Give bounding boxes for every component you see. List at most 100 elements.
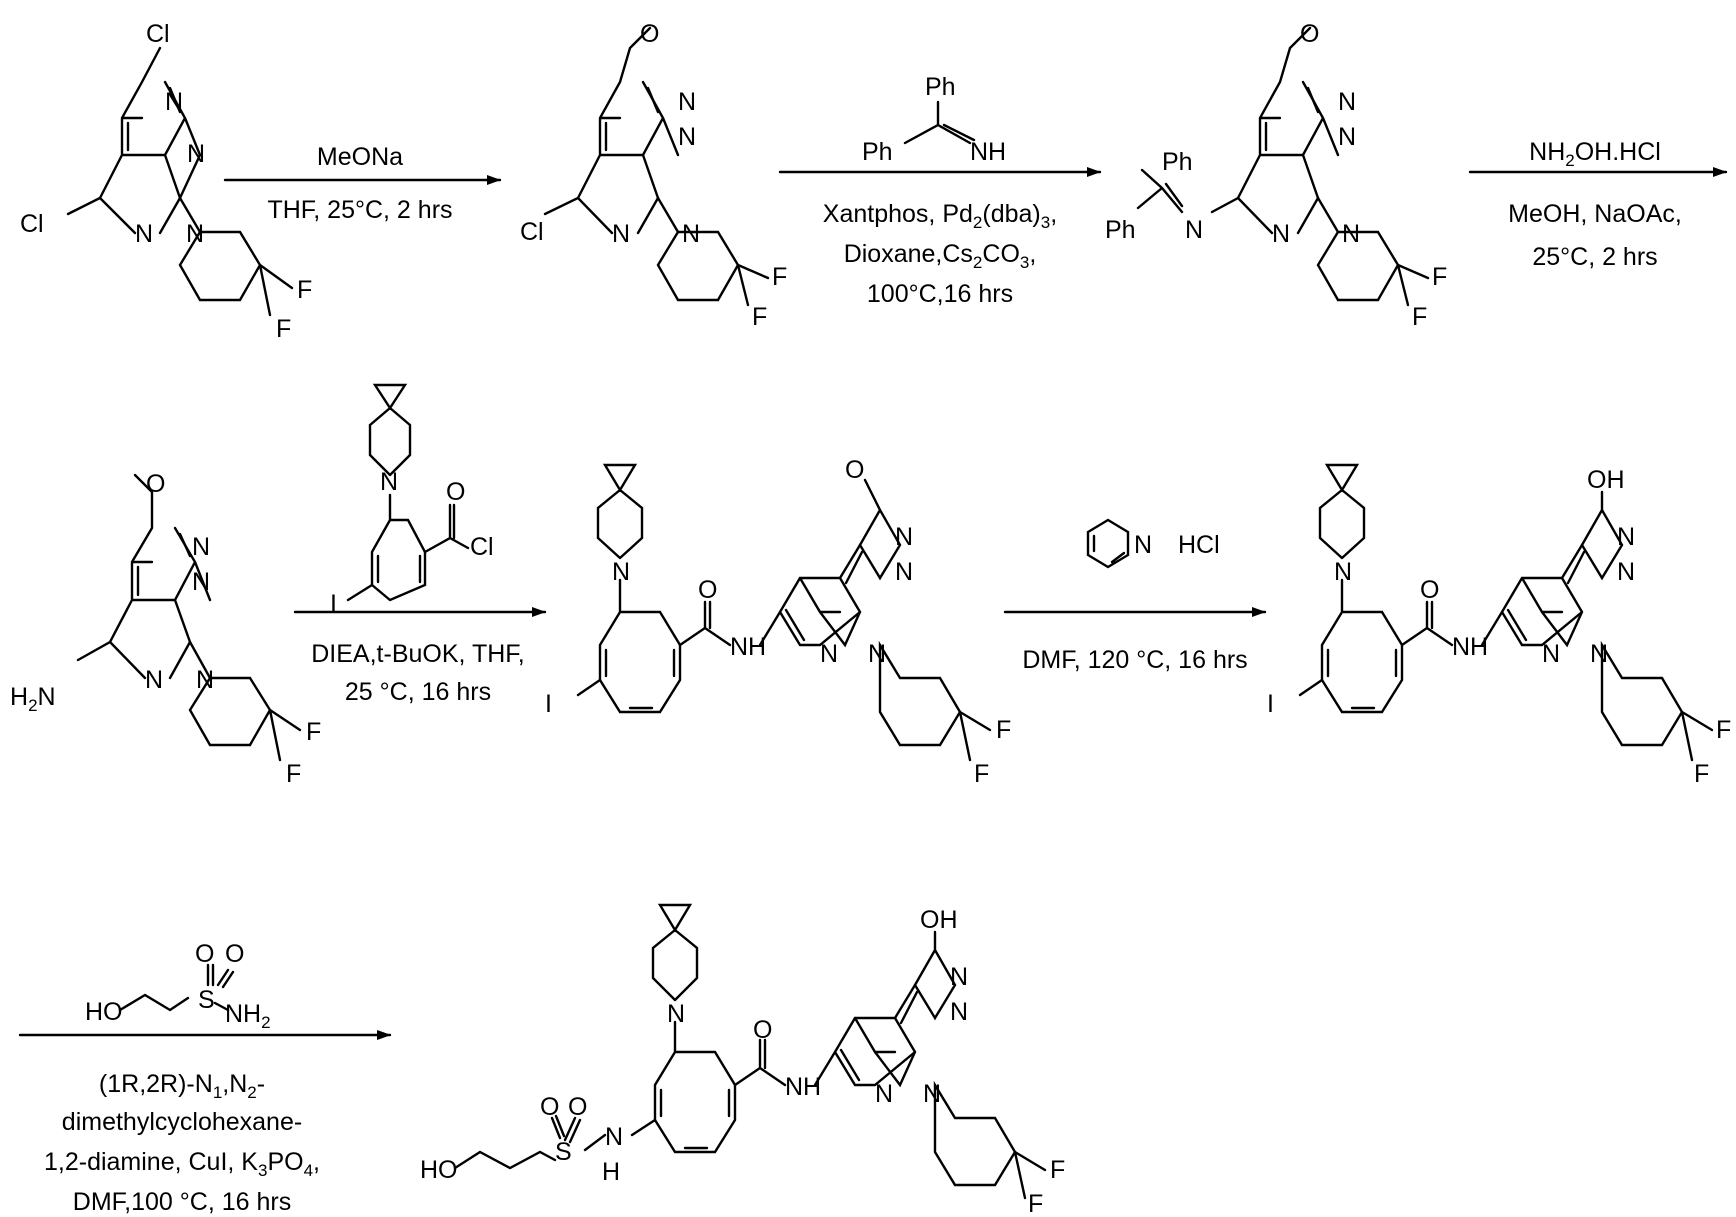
atom-n: N — [196, 666, 214, 694]
hcl-label: HCl — [1178, 531, 1220, 559]
atom-n: N — [145, 666, 163, 694]
atom-n: N — [923, 1080, 941, 1108]
atom-n: N — [667, 1000, 685, 1028]
atom-cl: Cl — [520, 218, 544, 246]
condition-label: THF, 25°C, 2 hrs — [267, 196, 452, 224]
atom-f: F — [974, 760, 989, 788]
atom-n: N — [1617, 558, 1635, 586]
atom-h2n: H2N — [10, 683, 56, 715]
atom-o: O — [698, 576, 717, 604]
atom-f: F — [286, 760, 301, 788]
atom-o: O — [446, 478, 465, 506]
atom-f: F — [996, 716, 1011, 744]
atom-f: F — [1716, 716, 1731, 744]
atom-n: N — [380, 468, 398, 496]
atom-n: N — [192, 568, 210, 596]
atom-nh2: NH2 — [225, 1000, 271, 1032]
sulfonamide-reagent: HO O O S NH2 — [85, 940, 271, 1032]
atom-o: O — [640, 20, 659, 48]
atom-n: N — [1334, 558, 1352, 586]
condition-label: Dioxane,Cs2CO3, — [844, 240, 1037, 272]
atom-nh: NH — [970, 138, 1006, 166]
atom-ph: Ph — [925, 73, 956, 101]
atom-n: N — [895, 558, 913, 586]
atom-h: H — [602, 1158, 620, 1186]
condition-label: 1,2-diamine, CuI, K3PO4, — [44, 1148, 320, 1180]
atom-n: N — [165, 88, 183, 116]
atom-o: O — [845, 456, 864, 484]
atom-ph: Ph — [862, 138, 893, 166]
atom-n: N — [1617, 523, 1635, 551]
reagent-label: MeONa — [317, 143, 403, 171]
atom-n: N — [950, 998, 968, 1026]
compound-3: O N N Ph Ph N N N F F — [1105, 20, 1447, 331]
atom-n: N — [678, 88, 696, 116]
atom-o: O — [225, 940, 244, 968]
atom-cl: Cl — [20, 210, 44, 238]
atom-f: F — [1412, 303, 1427, 331]
atom-n: N — [1342, 220, 1360, 248]
condition-label: (1R,2R)-N1,N2- — [99, 1070, 265, 1102]
atom-ph: Ph — [1105, 216, 1136, 244]
atom-n: N — [135, 220, 153, 248]
atom-ho: HO — [85, 998, 123, 1026]
condition-label: MeOH, NaOAc, — [1508, 200, 1682, 228]
atom-n: N — [186, 220, 204, 248]
atom-nh: NH — [730, 633, 766, 661]
atom-n: N — [682, 220, 700, 248]
acyl-chloride-reagent: N O Cl I — [330, 385, 494, 618]
atom-n: N — [1338, 123, 1356, 151]
atom-f: F — [1432, 263, 1447, 291]
atom-s: S — [555, 1138, 572, 1166]
atom-n: N — [192, 533, 210, 561]
compound-2: O N N Cl N N F F — [520, 20, 787, 331]
condition-label: 25°C, 2 hrs — [1532, 243, 1657, 271]
atom-s: S — [198, 986, 215, 1014]
compound-1: Cl N N Cl N N F F — [20, 20, 312, 343]
atom-o: O — [1300, 20, 1319, 48]
atom-f: F — [772, 263, 787, 291]
condition-label: dimethylcyclohexane- — [62, 1108, 302, 1136]
atom-o: O — [540, 1093, 559, 1121]
atom-i: I — [330, 590, 337, 618]
reagent-label: NH2OH.HCl — [1529, 138, 1661, 170]
pyridine-hcl-reagent: N HCl — [1088, 520, 1220, 567]
atom-f: F — [752, 303, 767, 331]
atom-n: N — [820, 640, 838, 668]
benzophenone-imine: Ph Ph NH — [862, 73, 1006, 166]
atom-o: O — [195, 940, 214, 968]
atom-n: N — [612, 220, 630, 248]
condition-label: DMF,100 °C, 16 hrs — [73, 1188, 291, 1216]
atom-n: N — [875, 1080, 893, 1108]
atom-o: O — [146, 470, 165, 498]
atom-cl: Cl — [146, 20, 170, 48]
condition-label: Xantphos, Pd2(dba)3, — [823, 200, 1057, 232]
condition-label: DIEA,t-BuOK, THF, — [311, 640, 524, 668]
atom-n: N — [1185, 216, 1203, 244]
atom-f: F — [1694, 760, 1709, 788]
atom-i: I — [1267, 690, 1274, 718]
atom-cl: Cl — [470, 533, 494, 561]
atom-nh: NH — [1452, 633, 1488, 661]
atom-ph: Ph — [1162, 148, 1193, 176]
atom-ho: HO — [420, 1156, 458, 1184]
atom-f: F — [306, 718, 321, 746]
compound-7: N O NH OH N N N N F F N H S O O HO — [420, 905, 1065, 1217]
condition-label: DMF, 120 °C, 16 hrs — [1022, 646, 1247, 674]
condition-label: 100°C,16 hrs — [867, 280, 1013, 308]
atom-n: N — [1590, 640, 1608, 668]
atom-n: N — [950, 963, 968, 991]
compound-6: N O NH I OH N N N N F F — [1267, 465, 1731, 788]
atom-f: F — [297, 276, 312, 304]
atom-n: N — [187, 140, 205, 168]
atom-f: F — [1028, 1190, 1043, 1217]
atom-n: N — [1134, 531, 1152, 559]
atom-n: N — [612, 558, 630, 586]
condition-label: 25 °C, 16 hrs — [345, 678, 491, 706]
atom-n: N — [605, 1123, 623, 1151]
atom-o: O — [753, 1016, 772, 1044]
atom-n: N — [1542, 640, 1560, 668]
atom-n: N — [678, 123, 696, 151]
atom-f: F — [276, 315, 291, 343]
